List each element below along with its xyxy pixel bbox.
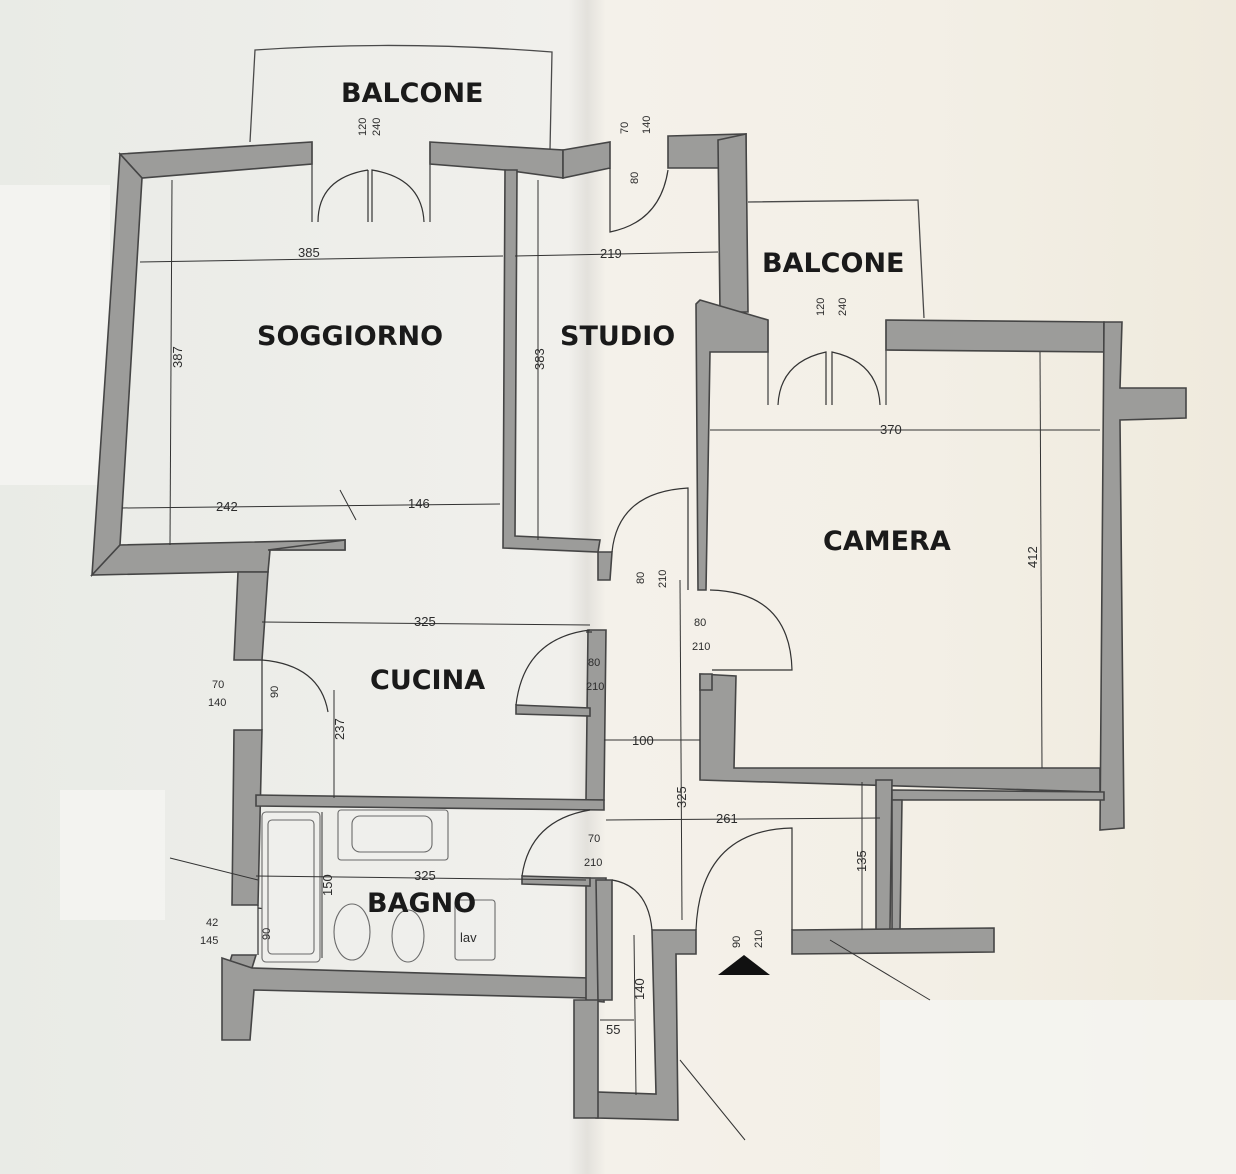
dim-studio-width: 219 <box>600 246 622 261</box>
balcone-right-jambs <box>767 320 887 405</box>
entry-door-width: 90 <box>731 936 743 948</box>
room-label-camera: CAMERA <box>823 526 951 557</box>
cucina-window-width: 70 <box>212 679 224 691</box>
dim-soggiorno-width: 385 <box>298 245 320 260</box>
camera-door-height: 210 <box>692 641 710 653</box>
studio-door-width: 80 <box>635 572 647 584</box>
dim-bagno-width: 325 <box>414 868 436 883</box>
dim-hall-depth: 135 <box>854 850 869 872</box>
bagno-window-width: 42 <box>206 917 218 929</box>
dim-soggiorno-height: 387 <box>170 346 185 368</box>
camera-door-width: 80 <box>694 617 706 629</box>
room-label-cucina: CUCINA <box>370 665 485 696</box>
studio-door-height: 210 <box>657 570 669 588</box>
balcone-top-opening-width: 120 <box>357 118 369 136</box>
dim-bagno-height: 150 <box>320 874 335 896</box>
dim-cucina-height: 237 <box>332 718 347 740</box>
balcone-top-opening-height: 240 <box>371 118 383 136</box>
balcone-top-jambs <box>311 142 431 222</box>
dim-corridor-width: 100 <box>632 733 654 748</box>
studio-window-height: 140 <box>641 116 653 134</box>
entry-door-height: 210 <box>753 930 765 948</box>
room-label-balcone-top: BALCONE <box>341 78 484 109</box>
dim-closet-depth: 140 <box>632 978 647 1000</box>
room-label-studio: STUDIO <box>560 321 675 352</box>
room-label-balcone-right: BALCONE <box>762 248 905 279</box>
cucina-door-width: 80 <box>588 657 600 669</box>
dim-camera-height: 412 <box>1025 546 1040 568</box>
studio-window-width: 70 <box>619 122 631 134</box>
dim-corridor-length: 325 <box>674 786 689 808</box>
bathroom-fixtures <box>261 809 496 963</box>
room-label-soggiorno: SOGGIORNO <box>257 321 443 352</box>
scan-patch <box>880 1000 1236 1174</box>
balcone-top-outline <box>249 44 553 151</box>
bagno-door-width: 70 <box>588 833 600 845</box>
room-label-bagno: BAGNO <box>367 888 476 919</box>
studio-window-sill: 80 <box>629 172 641 184</box>
entry-arrow-icon <box>718 955 770 975</box>
dim-studio-height: 383 <box>532 348 547 370</box>
cucina-window-sill: 90 <box>269 686 281 698</box>
bagno-window-sill: 90 <box>261 928 273 940</box>
balcone-right-opening-width: 120 <box>815 298 827 316</box>
walls <box>90 133 1187 1121</box>
balcone-right-outline <box>747 199 925 319</box>
bagno-door-height: 210 <box>584 857 602 869</box>
dim-camera-width: 370 <box>880 422 902 437</box>
bagno-window-height: 145 <box>200 935 218 947</box>
balcone-right-opening-height: 240 <box>837 298 849 316</box>
lavabo-label: lav <box>460 930 477 945</box>
dimension-lines <box>121 179 1100 1141</box>
dim-hall-width: 261 <box>716 811 738 826</box>
cucina-window-height: 140 <box>208 697 226 709</box>
scan-patch <box>0 185 110 485</box>
doors <box>257 168 881 955</box>
cucina-door-height: 210 <box>586 681 604 693</box>
dim-closet-width: 55 <box>606 1022 620 1037</box>
dim-cucina-width: 325 <box>414 614 436 629</box>
scan-patch <box>60 790 165 920</box>
dim-soggiorno-bottom-left: 242 <box>216 499 238 514</box>
dim-soggiorno-bottom-right: 146 <box>408 496 430 511</box>
